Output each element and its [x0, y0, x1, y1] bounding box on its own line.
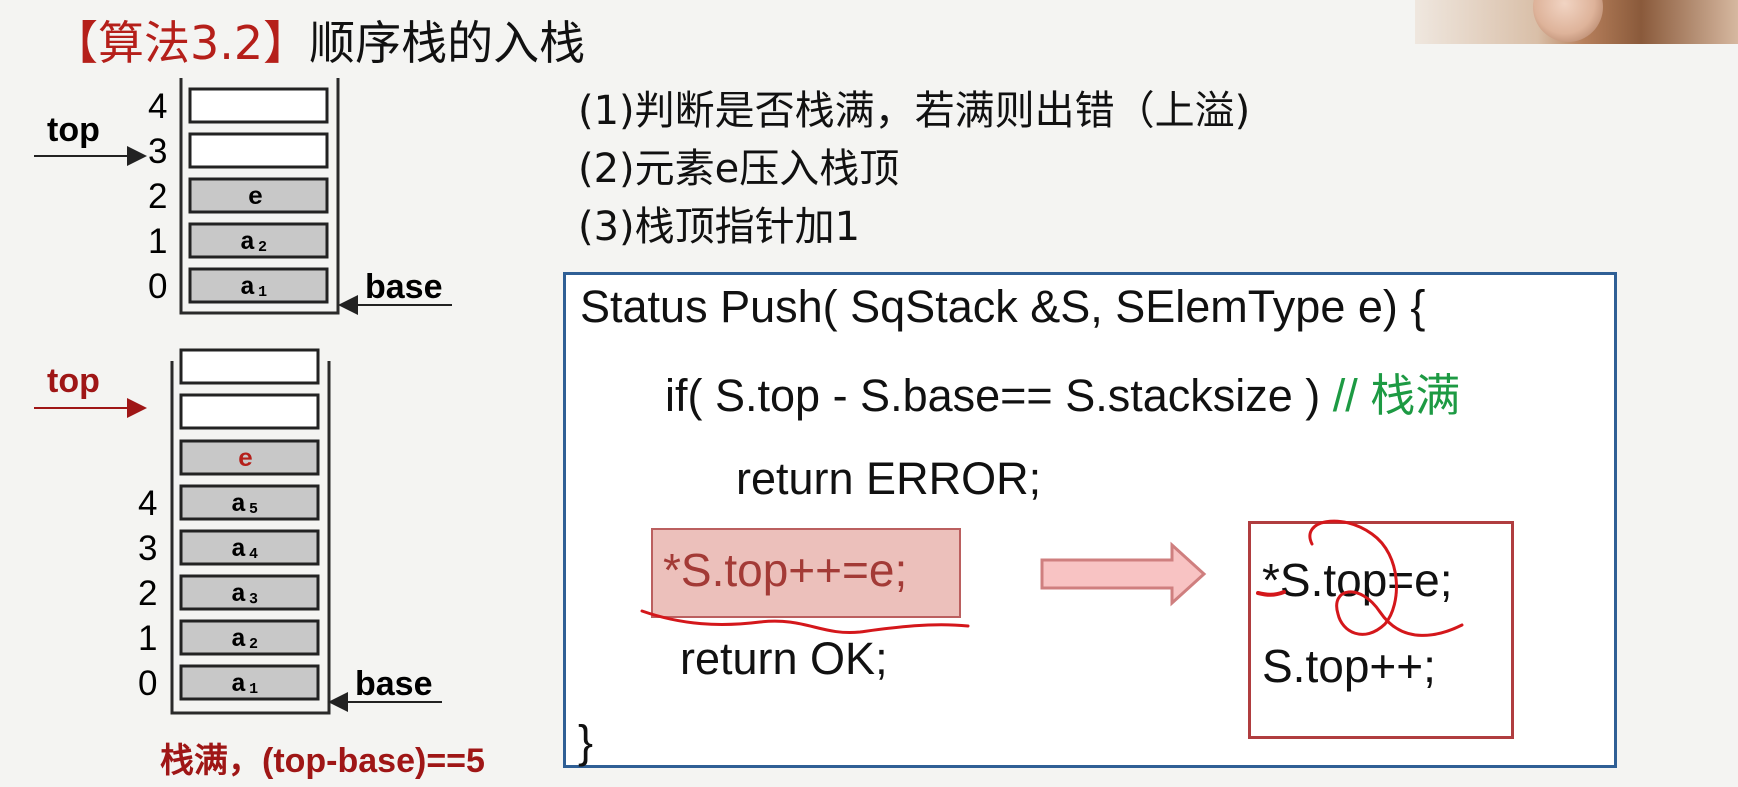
top-stack-slot-2: [188, 177, 329, 214]
result-line-2: S.top++;: [1262, 640, 1436, 692]
small-mark-annotation: [1256, 590, 1286, 597]
bottom-stack-cell-a3: a₃: [231, 580, 261, 609]
if-code-text: if( S.top - S.base== S.stacksize ): [665, 370, 1321, 421]
bottom-stack-index-1: 1: [138, 619, 157, 658]
code-if-line: if( S.top - S.base== S.stacksize ) // 栈满: [665, 369, 1460, 423]
top-stack-slot-4: [188, 87, 329, 124]
bottom-stack-index-4: 4: [138, 484, 157, 523]
bottom-stack-index-2: 2: [138, 574, 157, 613]
bottom-stack-cell-a4: a₄: [231, 535, 261, 564]
webcam-thumbnail: [1415, 0, 1738, 44]
top-stack-cell-a1: a₁: [240, 273, 270, 302]
top-stack-base-label: base: [365, 268, 443, 306]
bottom-stack-slot-3: [179, 529, 320, 566]
bottom-stack-cell-e: e: [238, 445, 253, 474]
bottom-stack-slot-0: [179, 664, 320, 701]
top-stack-index-3: 3: [148, 132, 167, 171]
bottom-stack-frame: [170, 361, 331, 715]
bottom-stack-slot-1: [179, 619, 320, 656]
bottom-stack-slot-4: [179, 484, 320, 521]
loop-annotation: [1308, 519, 1464, 637]
transform-arrow: [1040, 541, 1207, 607]
top-stack-cell-a2: a₂: [240, 228, 270, 257]
bottom-stack-top-label: top: [47, 362, 100, 400]
step-3-text: (3)栈顶指针加1: [578, 204, 861, 250]
bottom-stack-cell-a2: a₂: [231, 625, 261, 654]
return-error-line: return ERROR;: [736, 453, 1042, 504]
top-stack-slot-0: [188, 267, 329, 304]
highlighted-code-text: *S.top++=e;: [663, 544, 908, 596]
bottom-stack-slot-7: [179, 348, 320, 385]
bottom-stack-cell-a5: a₅: [231, 490, 261, 519]
top-stack-top-label: top: [47, 111, 100, 149]
bottom-stack-slot-5: [179, 439, 320, 476]
bottom-stack-slot-2: [179, 574, 320, 611]
expanded-code-box: [1248, 521, 1514, 739]
bottom-stack-base-label: base: [355, 665, 433, 703]
bottom-stack-cell-a1: a₁: [231, 670, 261, 699]
bottom-stack-index-3: 3: [138, 529, 157, 568]
top-stack-cell-e: e: [248, 183, 263, 212]
step-2-text: (2)元素e压入栈顶: [578, 146, 900, 192]
title-main-text: 顺序栈的入栈: [309, 16, 586, 70]
algorithm-tag: 【算法3.2】: [52, 16, 310, 70]
top-stack-index-2: 2: [148, 177, 167, 216]
top-stack-index-0: 0: [148, 267, 167, 306]
top-stack-slot-1: [188, 222, 329, 259]
code-signature: Status Push( SqStack &S, SElemType e) {: [580, 281, 1426, 332]
top-stack-frame: [179, 78, 340, 315]
underline-annotation: [640, 609, 970, 635]
top-stack-index-1: 1: [148, 222, 167, 261]
result-line-1: *S.top=e;: [1262, 554, 1453, 606]
return-ok-line: return OK;: [680, 633, 888, 684]
top-stack-slot-3: [188, 132, 329, 169]
step-1-text: (1)判断是否栈满，若满则出错（上溢): [578, 88, 1251, 134]
stack-full-note: 栈满，(top-base)==5: [160, 742, 485, 780]
bottom-stack-slot-6: [179, 393, 320, 430]
top-stack-index-4: 4: [148, 87, 167, 126]
slide-title: 【算法3.2】顺序栈的入栈: [52, 8, 585, 78]
highlighted-code-box: [651, 528, 961, 618]
stack-full-comment: // 栈满: [1332, 370, 1461, 421]
bottom-stack-index-0: 0: [138, 664, 157, 703]
closing-brace: }: [578, 716, 594, 767]
algorithm-steps: (1)判断是否栈满，若满则出错（上溢) (2)元素e压入栈顶 (3)栈顶指针加1: [578, 82, 1250, 256]
